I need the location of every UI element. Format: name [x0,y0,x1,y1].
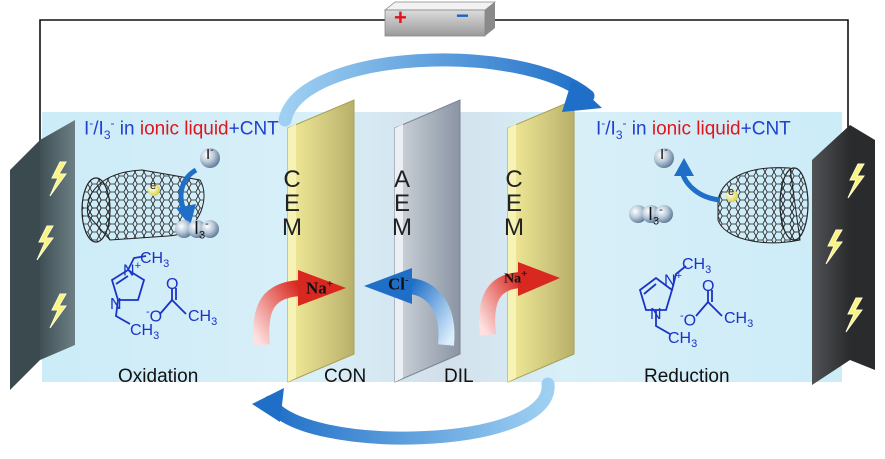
na-arrow-right [479,262,560,336]
o-label: O [702,278,715,295]
cl-arrow [364,268,455,346]
sodium-ion-label-left: Na+ [306,278,334,298]
lightning-icon [36,161,865,333]
ionic-liquid-structure-right [638,265,723,335]
circulation-arrow-top [278,53,595,127]
dil-compartment-label: DIL [444,366,474,387]
ch3-label: CH3 [682,256,712,277]
n-plus-label: N+ [664,270,682,290]
iodide-label-right: I- [660,144,668,163]
triiodide-sphere [175,220,193,238]
n-plus-label: N+ [123,260,141,280]
membrane-cem-right [507,99,575,383]
carbon-nanotube-left [81,169,205,243]
membrane-label-cem-left: C E M [282,166,302,241]
battery-plus-sign: + [394,5,407,30]
n-label: N [110,296,122,313]
anode-electrode [10,120,75,390]
ch3-label: CH3 [140,250,170,271]
battery [383,1,497,37]
n-label: N [650,306,662,323]
membrane-label-cem-right: C E M [504,166,524,241]
acetate-ch3-label: CH3 [188,308,218,329]
o-minus-label: -O [146,306,163,326]
triiodide-label-right: I3- [648,204,663,228]
iodide-label-left: I- [206,144,214,163]
circulation-arrow-bottom [263,377,555,445]
membrane-cem-left [287,99,355,383]
sodium-ion-label-right: Na+ [504,268,528,287]
wire [485,19,849,150]
con-compartment-label: CON [324,366,367,387]
ch3-label: CH3 [668,330,698,351]
acetate-ch3-label: CH3 [724,310,754,331]
electron-sphere [726,190,738,202]
electron-label-right: e [728,186,735,198]
membrane-label-aem: A E M [392,166,412,241]
iodide-sphere [200,148,220,168]
oxidation-label: Oxidation [118,366,199,387]
battery-minus-sign: − [456,3,469,28]
triiodide-label-left: I3- [194,218,209,242]
left-solution-title: I-/I3- in ionic liquid+CNT [84,116,279,143]
o-label: O [166,276,179,293]
iodide-sphere [654,148,674,168]
cathode-electrode [812,125,875,385]
right-solution-title: I-/I3- in ionic liquid+CNT [596,116,791,143]
electron-label-left: e [150,180,157,192]
wire [39,19,395,160]
carbon-nanotube-right [717,167,809,244]
ch3-label: CH3 [130,322,160,343]
na-arrow-left [253,270,346,346]
triiodide-sphere [629,205,647,223]
reduction-label: Reduction [644,366,730,387]
chloride-ion-label: Cl- [388,274,409,294]
o-minus-label: -O [680,310,697,330]
ionic-liquid-structure-left [110,255,187,325]
electron-sphere [148,184,160,196]
